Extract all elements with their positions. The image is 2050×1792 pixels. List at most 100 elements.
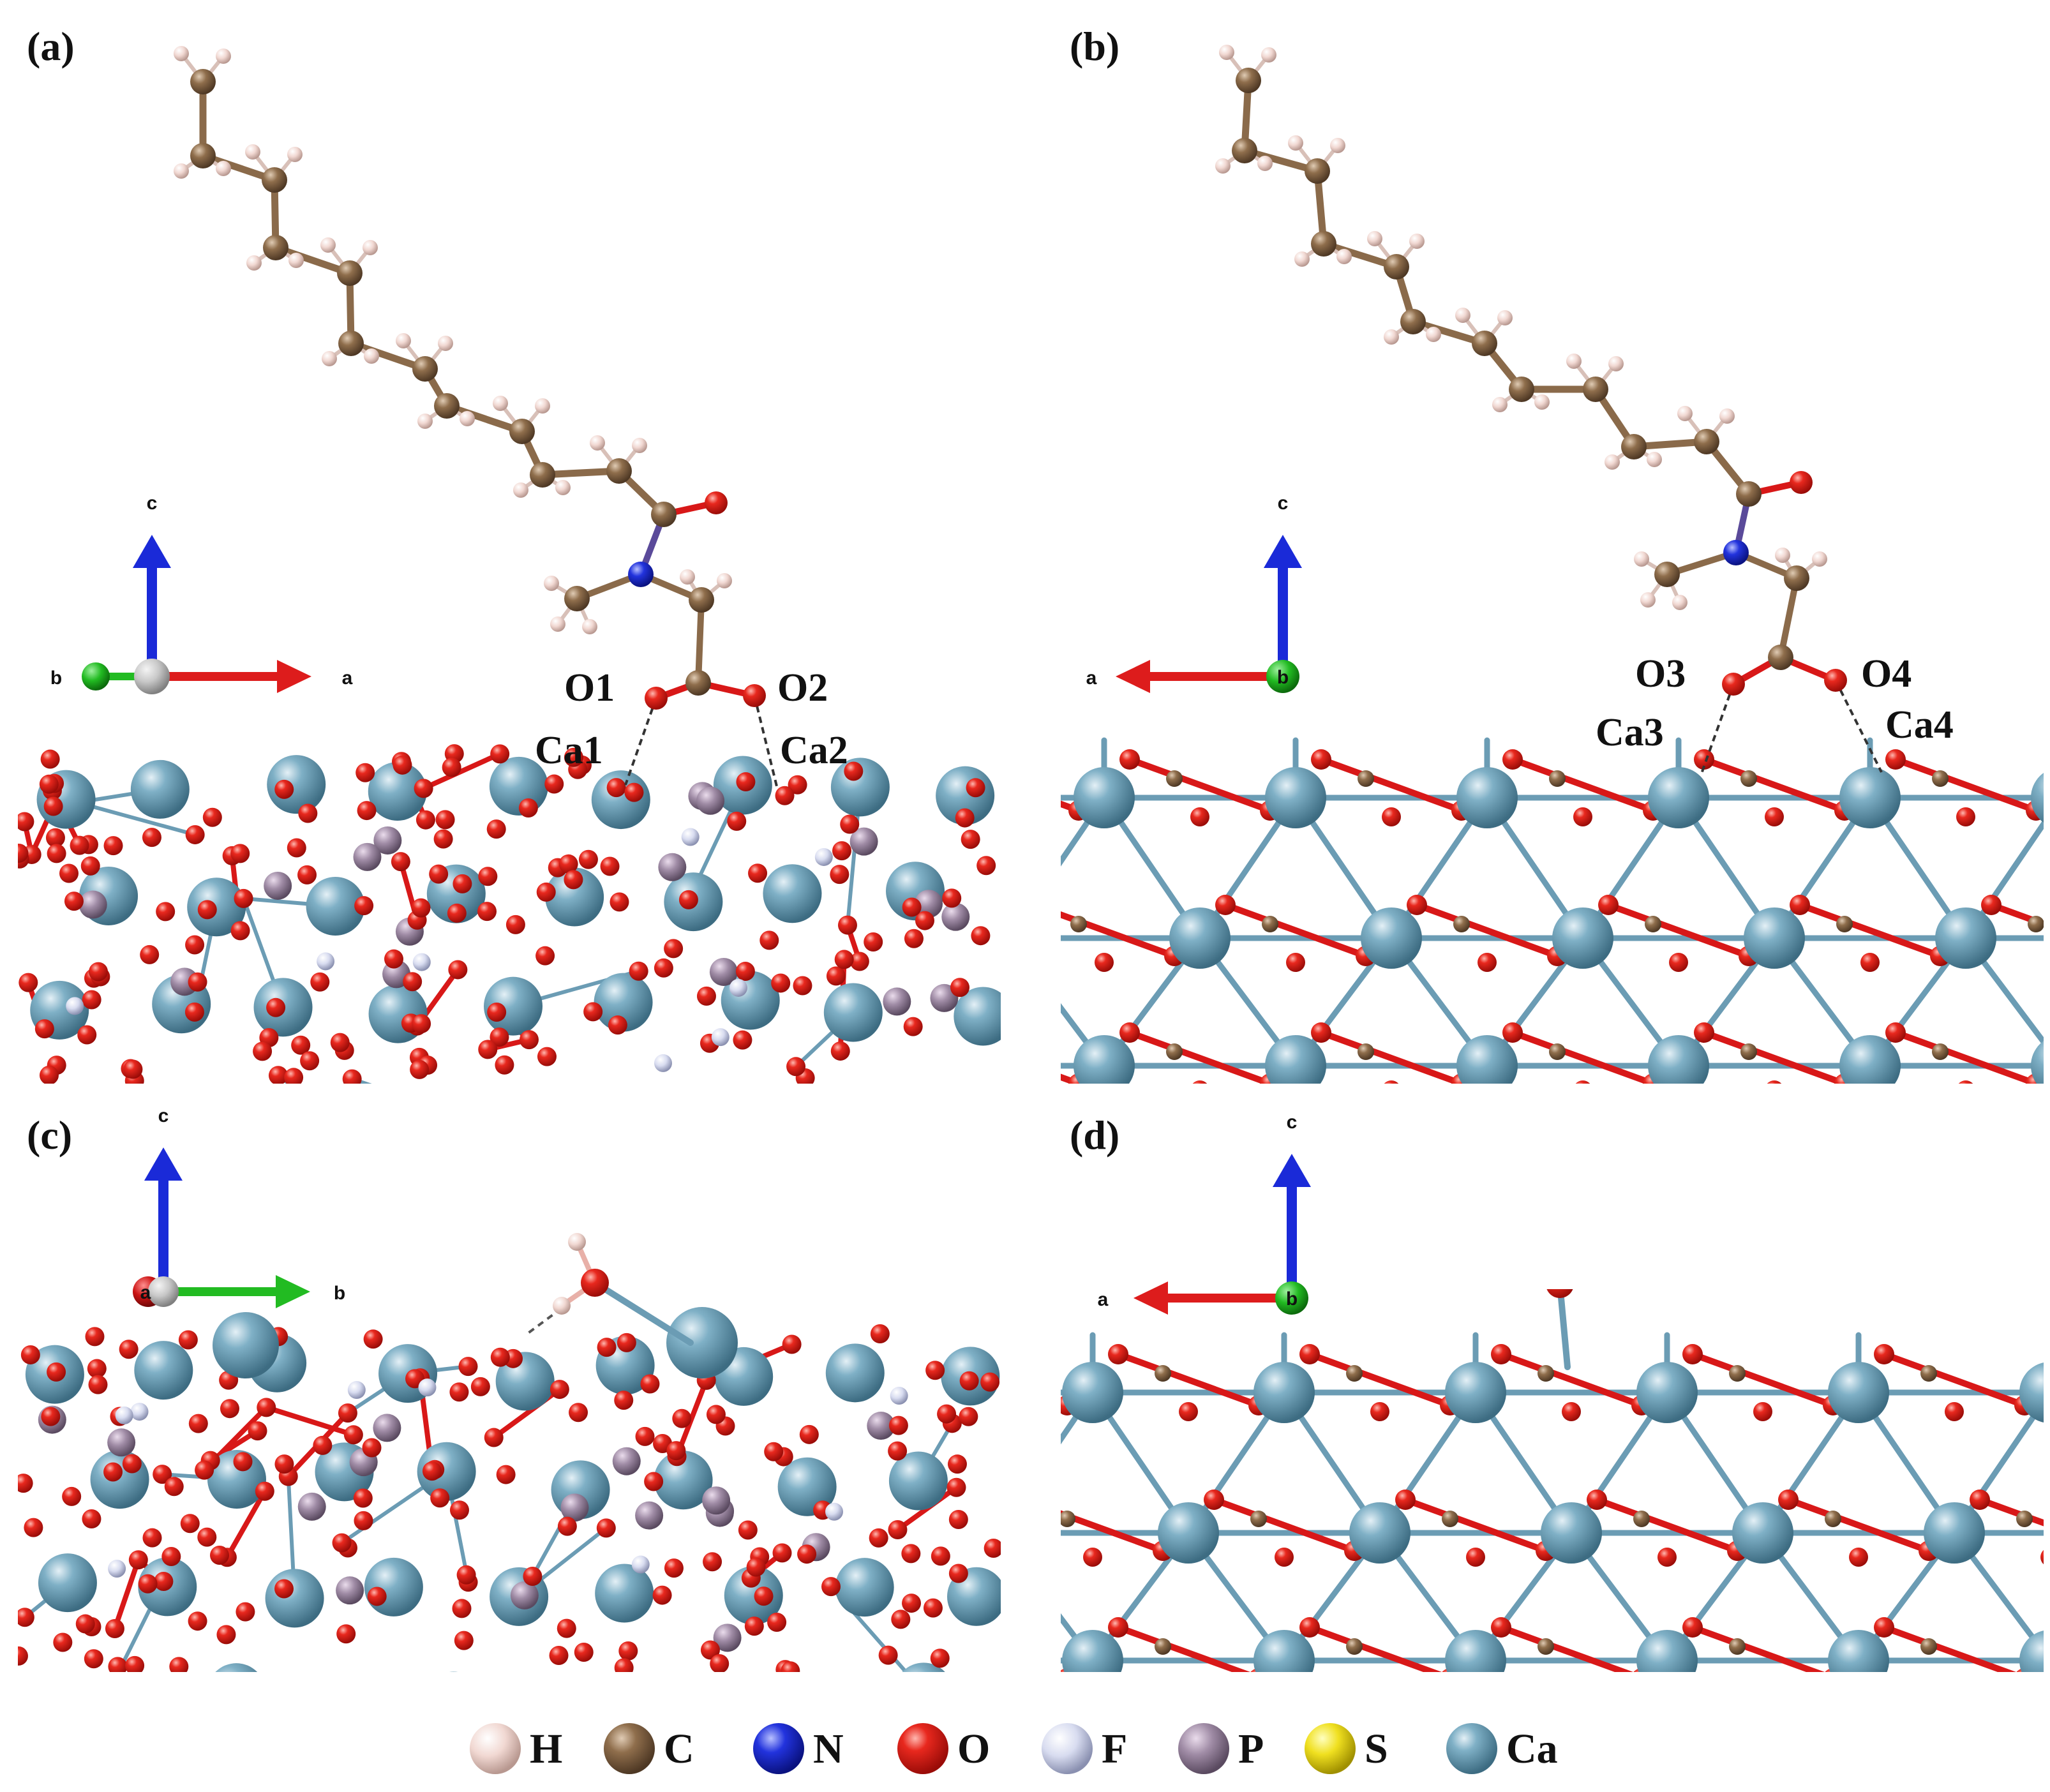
legend-label-f: F: [1102, 1726, 1127, 1772]
o-atom: [236, 1602, 255, 1622]
panel-label-c: (c): [27, 1112, 72, 1158]
c-atom: [1740, 1043, 1757, 1060]
h-atom: [216, 161, 231, 176]
o-atom: [1694, 1022, 1714, 1043]
o-atom: [606, 778, 626, 798]
ca-atom: [835, 1558, 894, 1617]
p-atom: [702, 1486, 731, 1515]
o-atom: [799, 1424, 819, 1444]
o-atom: [1753, 1402, 1772, 1421]
o-atom: [523, 1566, 542, 1586]
o-atom: [1573, 807, 1592, 826]
o-atom: [987, 1675, 1006, 1694]
o-atom: [644, 1472, 664, 1491]
o-atom: [156, 902, 176, 922]
o-atom: [549, 1646, 569, 1666]
o-atom: [490, 1027, 509, 1047]
co3-bond: [1701, 1029, 1848, 1084]
o-atom: [1384, 1080, 1399, 1084]
o-atom: [197, 1527, 217, 1547]
o-atom: [832, 841, 851, 861]
p-o-bond: [224, 1488, 267, 1560]
o-atom: [185, 935, 205, 955]
c-atom: [1768, 645, 1793, 670]
o-atom: [1083, 1548, 1102, 1567]
panel-label-a: (a): [27, 24, 75, 69]
o-atom: [917, 1617, 937, 1638]
o-atom: [496, 1465, 516, 1484]
axis-d-a-label: a: [1098, 1289, 1109, 1310]
h-atom: [1647, 452, 1662, 467]
o-atom: [645, 687, 668, 710]
ca-atom: [823, 983, 883, 1042]
h-atom: [1719, 408, 1735, 424]
co3-bond: [1061, 911, 1178, 959]
o-atom: [268, 1066, 288, 1084]
o-atom: [1119, 749, 1140, 770]
co3-bond: [1988, 902, 2044, 928]
c-atom: [1166, 1043, 1183, 1060]
o-atom: [1562, 1675, 1581, 1694]
o-atom: [75, 1614, 95, 1634]
h-atom: [1384, 329, 1399, 345]
o-atom: [449, 1382, 469, 1402]
ca-atom: [1552, 907, 1613, 969]
axis-a-b-label: b: [50, 668, 62, 689]
o-atom: [764, 1442, 784, 1461]
o-atom: [652, 1585, 672, 1605]
o-atom: [354, 896, 374, 916]
c-atom: [1346, 1365, 1363, 1382]
o-atom: [298, 803, 318, 823]
o-atom: [999, 807, 1018, 826]
o-atom: [1299, 1344, 1320, 1364]
panel-label-b: (b): [1070, 24, 1119, 69]
ca-atom: [882, 1035, 943, 1096]
o-atom: [2040, 1549, 2044, 1565]
c-atom: [879, 916, 895, 932]
o-atom: [80, 856, 100, 876]
co3-bond: [1414, 902, 1560, 959]
o-atom: [478, 1040, 498, 1059]
o-atom: [781, 1661, 800, 1672]
o-atom: [433, 829, 453, 849]
o-atom: [999, 1080, 1018, 1100]
f-atom: [681, 828, 700, 846]
c-atom: [772, 1365, 788, 1382]
legend-label-n: N: [813, 1726, 844, 1772]
o-atom: [796, 1675, 815, 1694]
o-atom: [564, 870, 583, 890]
co3-bond: [1498, 1624, 1634, 1672]
h-atom: [582, 619, 597, 634]
h-atom: [1534, 394, 1550, 410]
axis-a-a-label: a: [342, 668, 353, 689]
h-atom: [555, 480, 571, 495]
co3-bond: [1881, 1351, 2028, 1408]
ca-atom: [1935, 907, 1996, 969]
o-atom: [1945, 1402, 1964, 1421]
o-atom: [1275, 1548, 1294, 1567]
p-atom: [635, 1501, 664, 1530]
ca-atom: [662, 1091, 721, 1150]
o-atom: [255, 1481, 274, 1501]
o-atom: [1311, 1022, 1331, 1043]
ca-atom: [1445, 1362, 1506, 1423]
ca-atom: [900, 1084, 959, 1142]
o-atom: [931, 1546, 950, 1566]
ca-atom: [267, 755, 326, 814]
axis-a-c-label: c: [147, 493, 158, 514]
o-atom: [233, 1452, 253, 1472]
ca-atom: [423, 1084, 482, 1142]
o-atom: [672, 1408, 692, 1428]
h-atom: [1455, 308, 1470, 323]
h-atom: [460, 411, 475, 426]
legend-swatch-n: [753, 1723, 804, 1774]
ca-o-bond: [350, 1077, 372, 1084]
ca-atom: [1074, 767, 1135, 828]
o-atom: [973, 946, 993, 966]
o-atom: [610, 892, 629, 912]
h-atom: [288, 253, 304, 268]
c-atom: [1155, 1365, 1171, 1382]
ca-atom: [1839, 767, 1901, 828]
f-atom: [115, 1406, 133, 1424]
